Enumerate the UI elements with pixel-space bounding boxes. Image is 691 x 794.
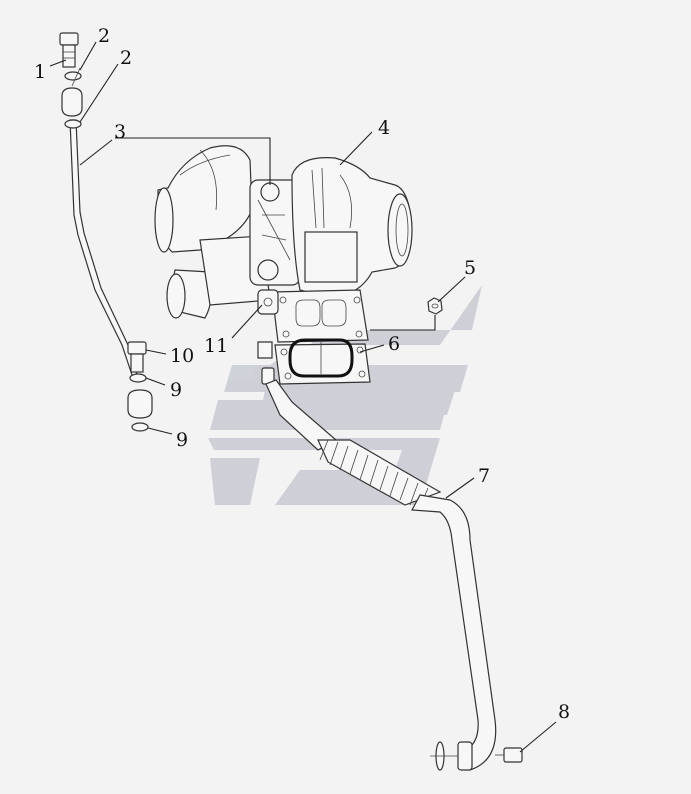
callout-3: 3 xyxy=(114,121,126,143)
callout-9a: 9 xyxy=(170,379,182,401)
banjo-fitting-lower xyxy=(127,389,153,419)
callout-6: 6 xyxy=(388,333,400,355)
flange-bolt-bottom xyxy=(495,747,523,763)
callout-11: 11 xyxy=(204,335,228,357)
sealing-washer-lower xyxy=(64,119,82,129)
callout-1: 1 xyxy=(34,61,46,83)
banjo-bolt-lower xyxy=(127,341,147,373)
banjo-bolt-top xyxy=(59,32,79,68)
callout-9b: 9 xyxy=(176,429,188,451)
callout-7: 7 xyxy=(478,465,490,487)
callout-8: 8 xyxy=(558,701,570,723)
leader-lines xyxy=(49,41,557,753)
sealing-washer-top xyxy=(64,71,82,81)
callout-labels: 1 2 2 3 4 5 6 7 8 9 9 10 11 xyxy=(34,25,570,723)
flange-gasket xyxy=(274,338,371,385)
callout-10: 10 xyxy=(170,345,194,367)
sealing-washer-9-bottom xyxy=(131,422,149,432)
oil-feed-pipe xyxy=(69,119,139,380)
turbocharger xyxy=(154,145,413,343)
callout-2a: 2 xyxy=(98,25,110,47)
sealing-washer-9-top xyxy=(129,373,147,383)
oil-return-pipe xyxy=(265,379,497,771)
callout-2b: 2 xyxy=(120,47,132,69)
callout-5: 5 xyxy=(464,257,476,279)
callout-4: 4 xyxy=(378,117,390,139)
banjo-fitting-top xyxy=(61,87,83,117)
